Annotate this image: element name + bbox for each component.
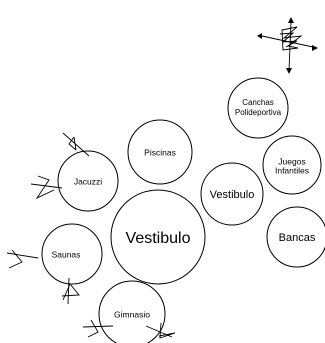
tree-symbol	[145, 322, 176, 339]
node-label: Vestibulo	[210, 189, 255, 201]
node-label: Piscinas	[144, 147, 176, 157]
tree-symbol	[62, 132, 90, 157]
node-canchas: Canchas Polideportiva	[227, 77, 289, 139]
node-label: Gimnasio	[114, 309, 150, 319]
node-vestibulo-main: Vestibulo	[110, 189, 206, 285]
node-juegos: Juegos Infantiles	[262, 135, 322, 195]
node-label: Bancas	[279, 232, 316, 244]
node-label: Jacuzzi	[74, 176, 102, 186]
tree-symbol	[6, 249, 39, 269]
tree-symbol	[61, 277, 80, 305]
node-saunas: Saunas	[41, 223, 103, 285]
node-piscinas: Piscinas	[127, 119, 193, 185]
node-vestibulo-small: Vestibulo	[200, 162, 264, 226]
node-label: Canchas	[242, 98, 274, 107]
node-label: Polideportiva	[235, 108, 282, 117]
compass-north-arrow-icon	[257, 17, 318, 74]
node-gimnasio: Gimnasio	[98, 280, 166, 343]
node-bancas: Bancas	[266, 206, 325, 268]
node-label: Infantiles	[275, 165, 309, 175]
tree-symbol	[30, 175, 63, 200]
node-label: Vestibulo	[126, 230, 191, 247]
tree-symbol	[82, 319, 114, 338]
node-label: Saunas	[52, 249, 81, 259]
node-label: Juegos	[278, 156, 305, 166]
node-jacuzzi: Jacuzzi	[57, 150, 119, 212]
